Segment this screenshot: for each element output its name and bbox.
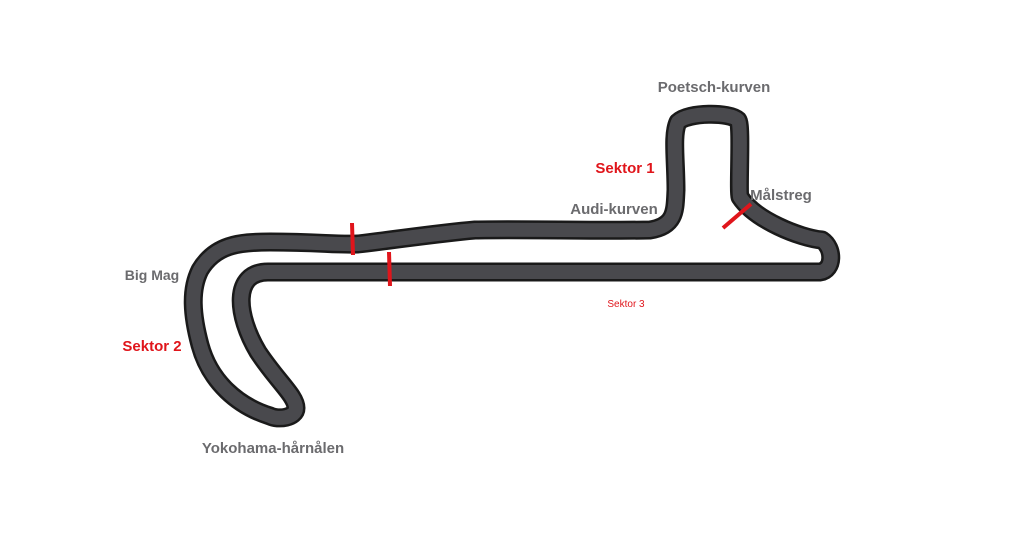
label-sektor-2: Sektor 2 <box>122 338 181 355</box>
sector-markers <box>350 202 753 287</box>
sector-2-3-marker <box>387 251 392 287</box>
label-malstreg: Målstreg <box>750 187 812 204</box>
corner-labels: Poetsch-kurven Audi-kurven Målstreg Big … <box>125 79 812 457</box>
label-sektor-1: Sektor 1 <box>595 160 654 177</box>
label-audi-kurven: Audi-kurven <box>570 201 658 218</box>
label-poetsch-kurven: Poetsch-kurven <box>658 79 771 96</box>
label-big-mag: Big Mag <box>125 267 179 283</box>
finish-line-marker <box>721 202 753 230</box>
sector-labels: Sektor 1 Sektor 2 Sektor 3 <box>122 160 654 355</box>
track-asphalt <box>186 107 838 425</box>
label-yokohama-harnalen: Yokohama-hårnålen <box>202 440 344 457</box>
sector-1-2-marker <box>350 222 355 256</box>
label-sektor-3: Sektor 3 <box>607 299 645 310</box>
track-layout <box>183 104 841 428</box>
